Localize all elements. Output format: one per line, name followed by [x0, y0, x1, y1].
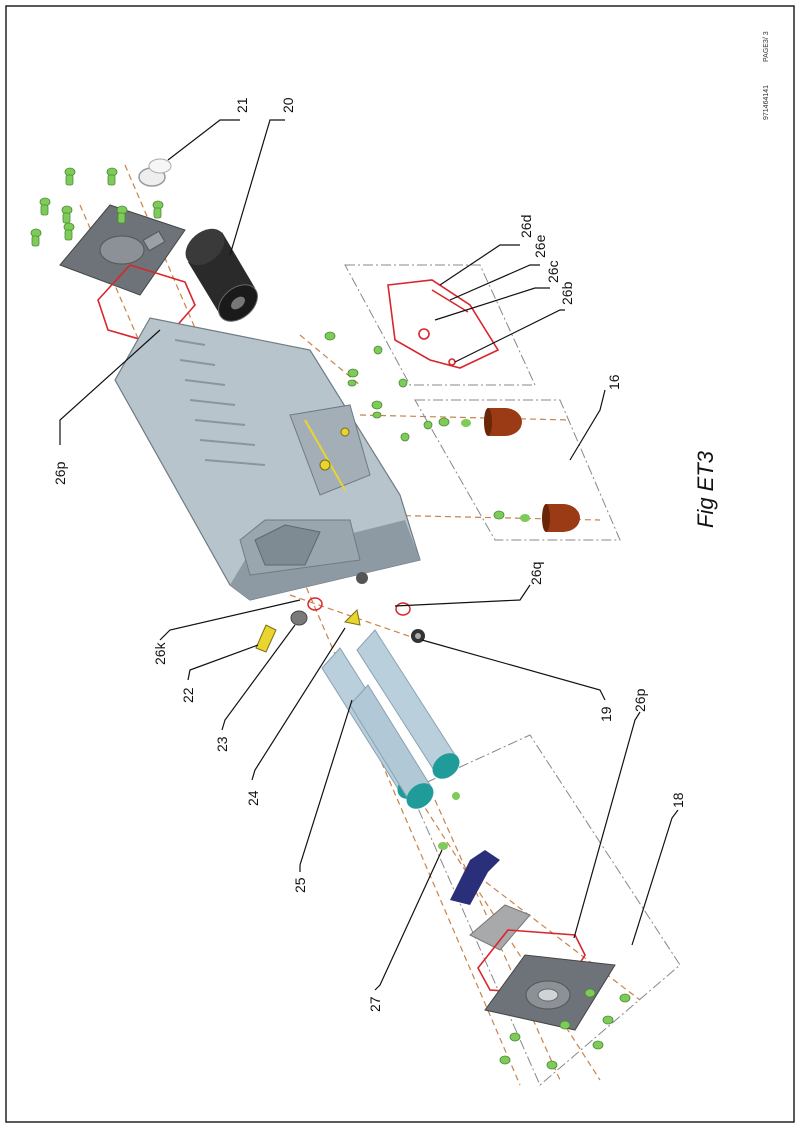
part-21-ring [138, 158, 172, 187]
part-25-filter-cylinders [321, 629, 460, 809]
callout-26q: 26q [528, 562, 544, 585]
gasket-group-26 [387, 279, 500, 369]
gasket-26p-top [97, 264, 196, 346]
callout-23: 23 [214, 736, 230, 752]
page-border [5, 5, 795, 1123]
callout-26p-top: 26p [52, 461, 68, 485]
valve-plate [469, 904, 531, 951]
group-frame-16 [414, 399, 621, 541]
callout-27: 27 [367, 996, 383, 1012]
callout-20: 20 [280, 97, 296, 113]
group-frame-26 [344, 264, 536, 386]
callout-25: 25 [292, 877, 308, 893]
callout-22: 22 [180, 687, 196, 703]
pump-housing [114, 317, 421, 601]
part-20-filter [185, 228, 258, 322]
cover-screws-bottom [499, 988, 631, 1070]
group-frame-18 [409, 734, 681, 1086]
callout-26k: 26k [152, 641, 168, 665]
callout-21: 21 [234, 97, 250, 113]
callout-19: 19 [598, 706, 614, 722]
callout-26e: 26e [532, 234, 548, 258]
figure-title: Fig ET3 [693, 450, 718, 528]
callout-24: 24 [245, 790, 261, 806]
page-label: PAGE3/ 3 [763, 31, 770, 62]
callout-labels: 21 20 26p 26d 26e 26c 26b 16 26q 26k 22 … [52, 97, 686, 1012]
small-parts [255, 597, 425, 653]
cover-screws-top [30, 167, 164, 247]
gasket-26p-bottom [477, 929, 586, 996]
part-16-bushings [461, 408, 580, 532]
callout-26d: 26d [518, 215, 534, 238]
document-number: 971464141 [763, 85, 770, 120]
front-cover-plate [484, 954, 616, 1031]
callout-26b: 26b [559, 281, 575, 305]
callout-26c: 26c [545, 260, 561, 283]
leader-lines [59, 119, 679, 991]
part-27-and-bracket [438, 792, 500, 905]
housing-screws [324, 331, 505, 520]
callout-16: 16 [606, 374, 622, 390]
callout-26p-bottom: 26p [632, 688, 648, 712]
callout-18: 18 [670, 792, 686, 808]
